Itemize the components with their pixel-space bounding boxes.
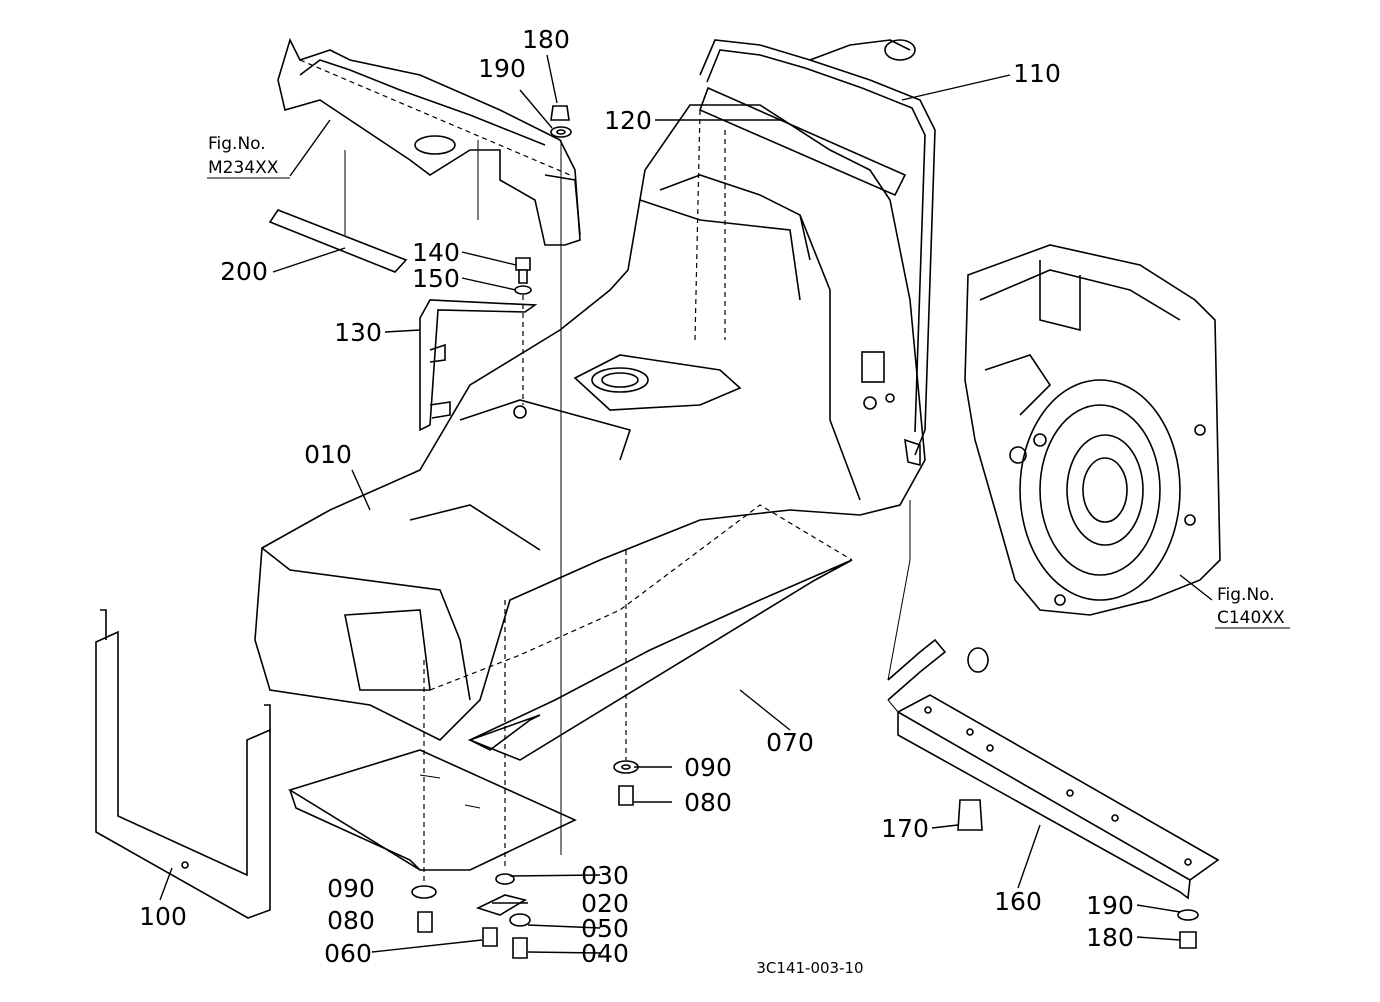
tank-strap [699,39,936,467]
fig-ref-m234xx-title: Fig.No. [208,134,266,154]
label-150: 150 [412,264,460,293]
label-050: 050 [581,914,629,943]
label-030: 030 [581,861,629,890]
label-080-left: 080 [327,906,375,935]
drawing-code: 3C141-003-10 [756,959,863,977]
bottom-plate [288,749,577,871]
figure-references: Fig.No. M234XX Fig.No. C140XX [208,134,1285,628]
label-200: 200 [220,257,268,286]
fuel-tank-body [254,104,926,741]
fig-ref-m234xx-code: M234XX [208,158,279,178]
side-panel [268,140,479,273]
label-180-top: 180 [522,25,570,54]
hardware-washer-090-right [613,550,639,806]
label-140: 140 [412,238,460,267]
label-120: 120 [604,106,652,135]
hardware-170-180-190 [957,799,1199,949]
tank-guard-plate [429,504,853,761]
label-160: 160 [994,887,1042,916]
fig-ref-c140xx-title: Fig.No. [1217,585,1275,605]
part-labels: 010 020 030 040 050 060 070 080 080 090 … [139,25,1134,968]
label-090-left: 090 [327,874,375,903]
label-090-right: 090 [684,753,732,782]
hardware-nuts-bottom [411,600,531,959]
label-180-bottom: 180 [1086,923,1134,952]
label-100: 100 [139,902,187,931]
leader-lines [159,54,1290,954]
rubber-pad [694,86,907,341]
fig-ref-c140xx-code: C140XX [1217,608,1285,628]
label-060: 060 [324,939,372,968]
label-190-bottom: 190 [1086,891,1134,920]
label-110: 110 [1013,59,1061,88]
tank-support [887,500,1220,900]
label-080-right: 080 [684,788,732,817]
hose-bracket [419,299,538,432]
hardware-nut-180-top [550,105,572,855]
bolt-140 [513,257,532,419]
transmission-case [964,244,1221,616]
label-190-top: 190 [478,54,526,83]
label-010: 010 [304,440,352,469]
label-020: 020 [581,889,629,918]
label-070: 070 [766,728,814,757]
label-130: 130 [334,318,382,347]
label-170: 170 [881,814,929,843]
label-040: 040 [581,939,629,968]
upper-bracket [277,37,581,246]
u-strap-bracket [95,609,271,919]
